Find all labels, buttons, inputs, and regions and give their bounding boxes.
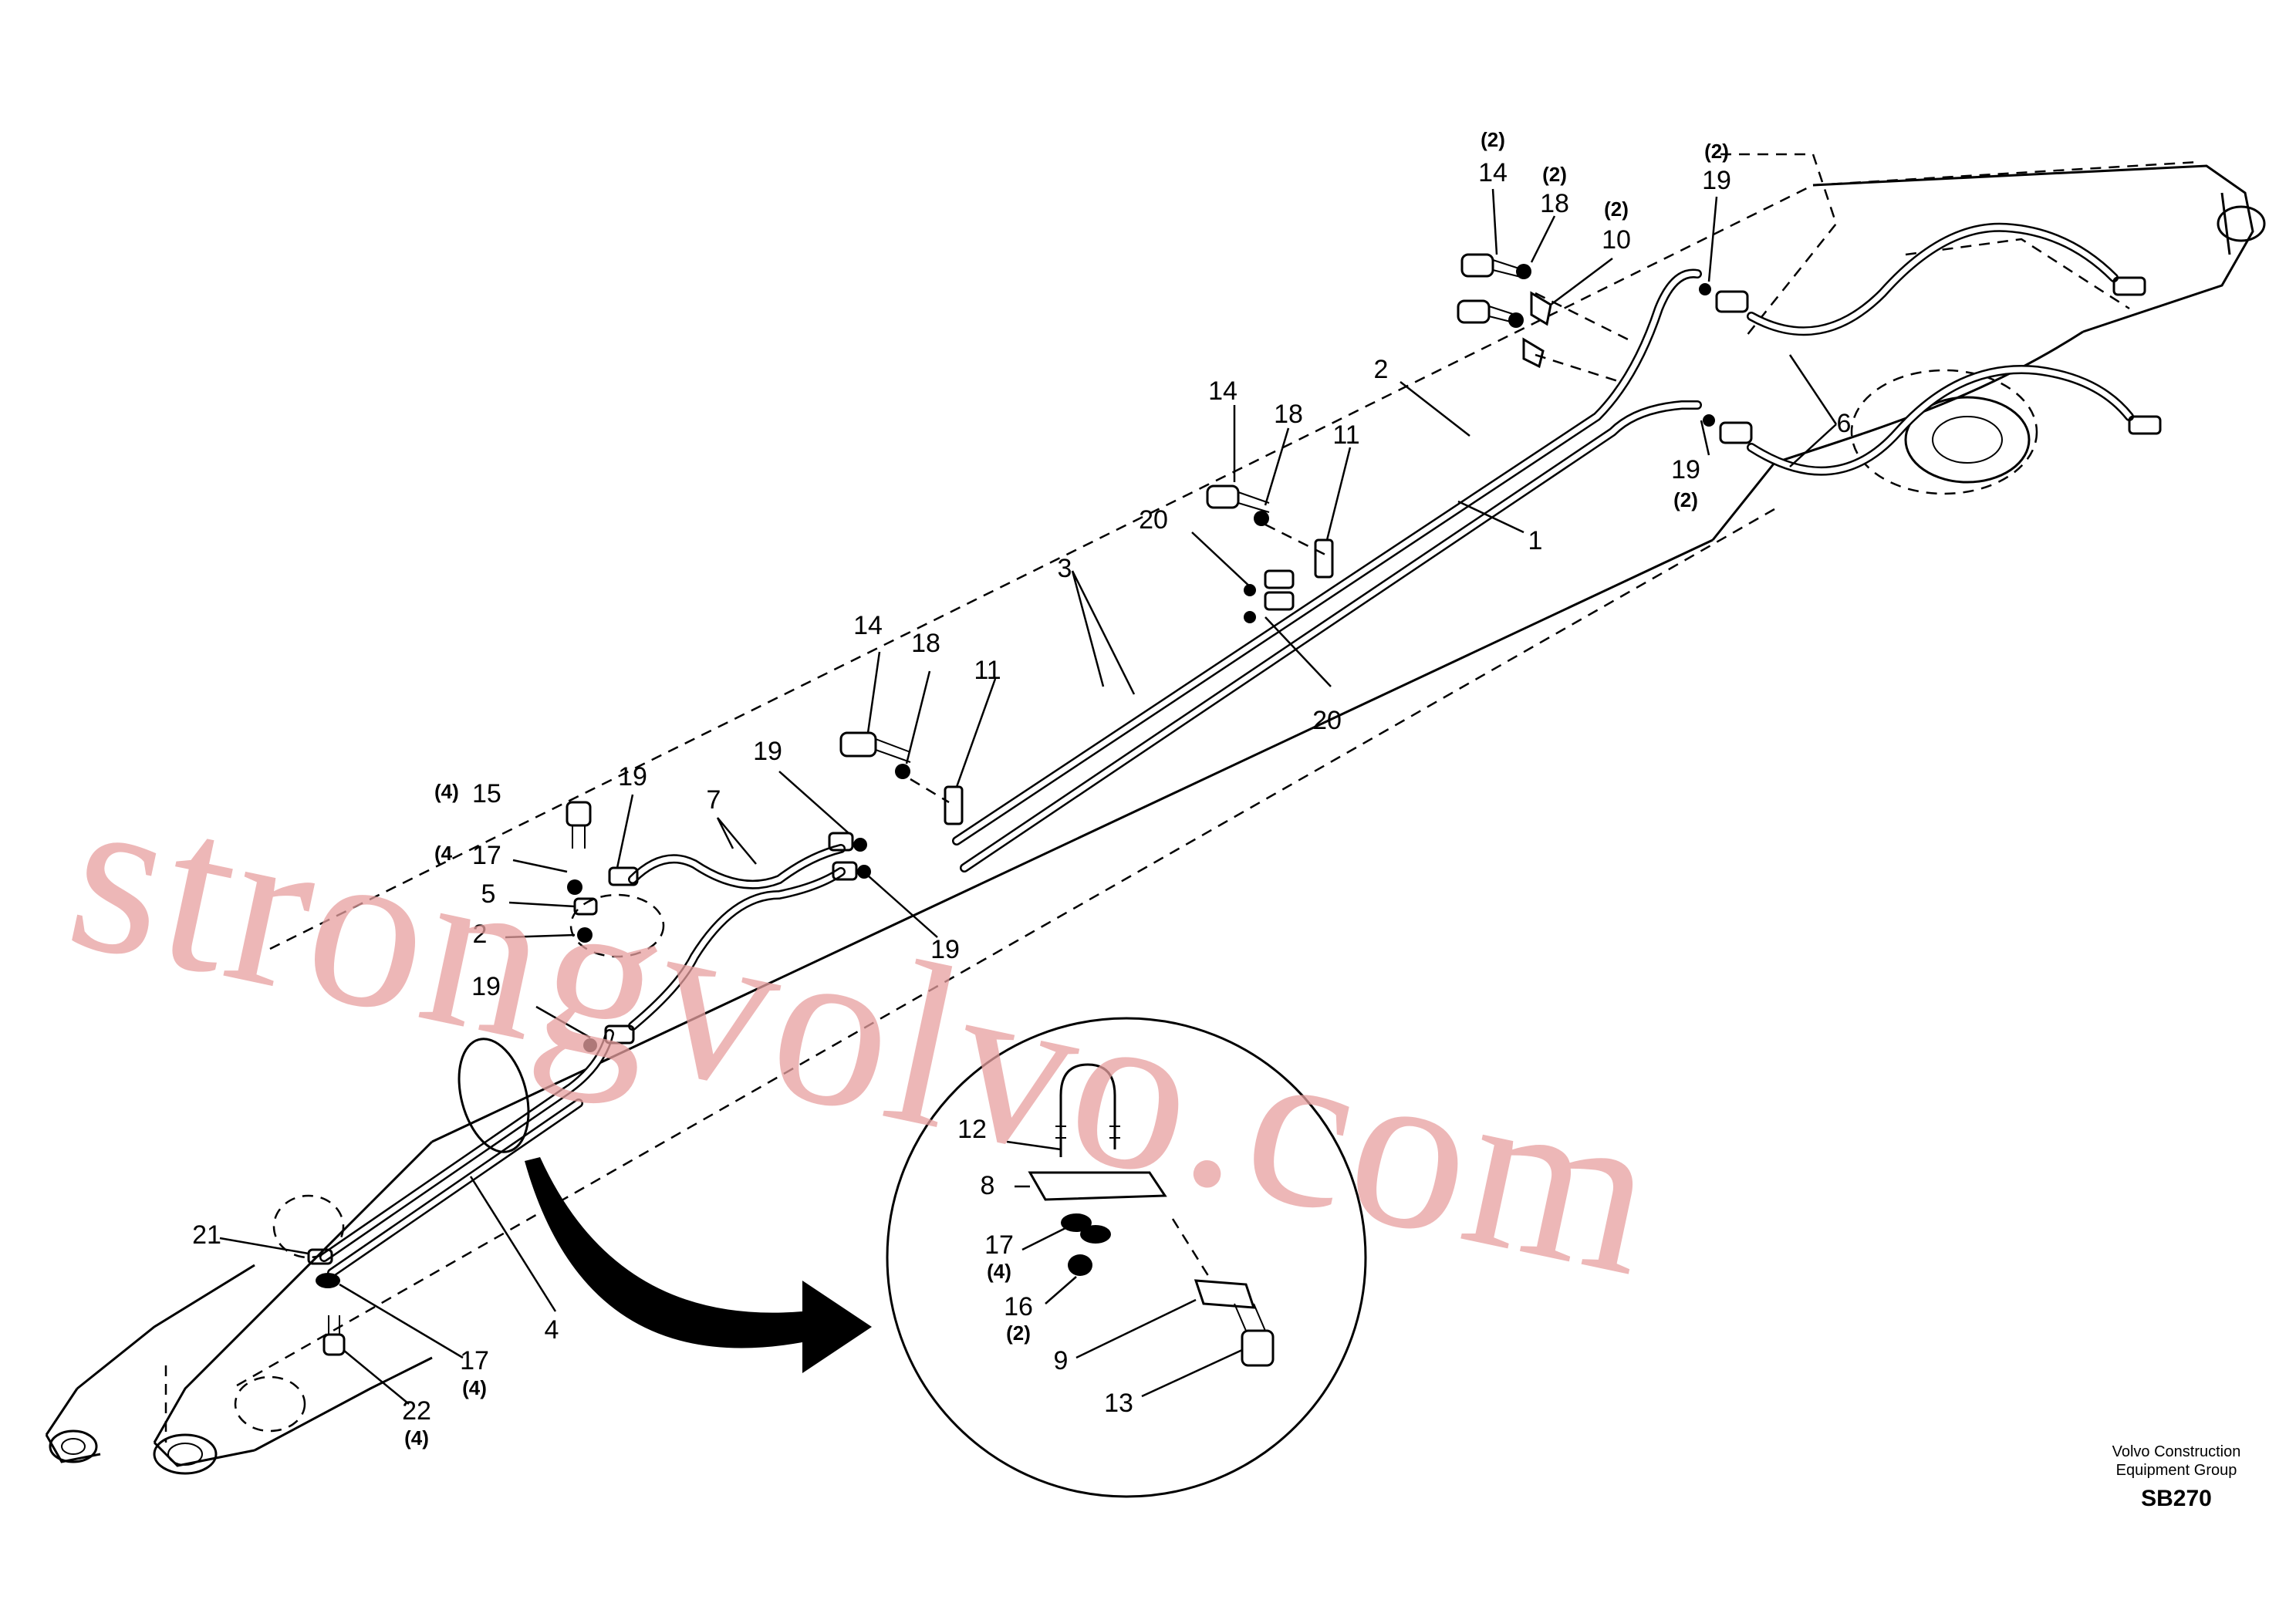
title-block: Volvo Construction Equipment Group SB270	[2088, 1443, 2265, 1512]
callout-8: 8	[981, 1171, 995, 1200]
company-line-1: Volvo Construction	[2112, 1443, 2241, 1460]
callout-16: 16	[1004, 1292, 1033, 1321]
callout-11a: 11	[1332, 420, 1359, 450]
callout-19f: 19	[471, 972, 501, 1001]
bolt-15	[566, 801, 592, 849]
callout-1: 1	[1528, 526, 1543, 555]
callout-18a: 18	[1540, 189, 1569, 218]
callout-qty-17c: (4)	[987, 1260, 1011, 1283]
callout-20a: 20	[1139, 505, 1168, 535]
bolt-14-lower	[839, 731, 950, 804]
callout-labels: (2) 14 (2) 18 (2) 10 (2) 19 2 6 1 19 (2)…	[192, 128, 1851, 1450]
callout-14c: 14	[853, 611, 883, 640]
fittings-19-right	[1699, 276, 2162, 444]
callout-qty-16: (2)	[1006, 1321, 1031, 1345]
part-2-left	[577, 927, 593, 943]
detail-arrow	[525, 1157, 872, 1373]
callout-18c: 18	[911, 629, 940, 658]
bolt-14-mid	[1206, 484, 1328, 557]
callout-19e: 19	[930, 935, 960, 964]
callout-2a: 2	[1374, 355, 1389, 384]
washer-18-upper-2	[1508, 312, 1524, 328]
callout-qty-22: (4)	[404, 1426, 429, 1450]
callout-14a: 14	[1478, 158, 1508, 187]
washer-18-upper	[1516, 264, 1531, 279]
callout-qty-17b: (4)	[462, 1376, 487, 1399]
callout-12: 12	[957, 1115, 987, 1144]
boom-outline	[45, 153, 2266, 1475]
clamp-21	[307, 1248, 333, 1265]
clamp-11-lower	[944, 785, 964, 825]
callout-qty-19b: (2)	[1673, 488, 1698, 511]
callout-4: 4	[545, 1315, 559, 1345]
callout-qty-10: (2)	[1604, 197, 1629, 221]
callout-14b: 14	[1208, 376, 1237, 406]
clamp-10-a	[1530, 291, 1552, 326]
callout-9: 9	[1054, 1346, 1069, 1375]
callout-22: 22	[402, 1396, 431, 1426]
fittings-20	[1244, 569, 1295, 623]
detail-view	[886, 1017, 1367, 1498]
fitting-19-lower-nut	[583, 1038, 597, 1052]
u-bolt-12	[1059, 1063, 1116, 1157]
detail-marker-ellipse	[458, 1038, 530, 1153]
callout-qty-14a: (2)	[1481, 128, 1505, 151]
fittings	[307, 253, 2162, 1356]
callout-19a: 19	[1702, 166, 1731, 195]
company-line-2: Equipment Group	[2115, 1462, 2237, 1479]
callout-18b: 18	[1274, 400, 1303, 429]
callout-2b: 2	[473, 920, 488, 949]
callout-3: 3	[1058, 554, 1072, 583]
callout-5: 5	[481, 879, 496, 909]
clamp-11-mid	[1314, 538, 1334, 579]
clamp-10-b	[1522, 337, 1545, 369]
watermark-text: strongvolvo.com	[51, 740, 1677, 1325]
callout-13: 13	[1104, 1389, 1133, 1418]
fitting-19-left	[608, 866, 639, 886]
fittings-19-mid	[828, 832, 871, 881]
bolt-22	[322, 1315, 346, 1356]
callout-19b: 19	[1671, 455, 1700, 484]
callout-7: 7	[707, 785, 721, 815]
clamp-9	[1194, 1279, 1256, 1309]
nut-17-foot	[316, 1273, 340, 1288]
callout-6: 6	[1837, 409, 1852, 438]
callout-17c: 17	[984, 1230, 1014, 1260]
callout-17b: 17	[460, 1346, 489, 1375]
callout-15: 15	[472, 779, 501, 808]
drawing-code: SB270	[2141, 1486, 2212, 1511]
nut-17-left	[567, 879, 582, 895]
callout-17a: 17	[472, 841, 501, 870]
hose-lines	[319, 222, 2134, 1277]
leader-lines	[219, 188, 1838, 1405]
callout-19c: 19	[753, 737, 782, 766]
nut-16	[1068, 1254, 1092, 1276]
fitting-19-lower	[604, 1024, 635, 1045]
callout-19d: 19	[618, 762, 647, 791]
callout-qty-18a: (2)	[1542, 163, 1567, 186]
callout-11b: 11	[974, 656, 1001, 685]
callout-10: 10	[1602, 225, 1631, 255]
callout-20b: 20	[1312, 706, 1342, 735]
callout-21: 21	[192, 1220, 221, 1250]
clamp-8	[1028, 1171, 1167, 1201]
callout-qty-17a: (4	[434, 842, 453, 865]
bolt-13	[1234, 1303, 1275, 1367]
callout-qty-15: (4)	[434, 780, 459, 803]
callout-qty-19a: (2)	[1704, 140, 1729, 163]
